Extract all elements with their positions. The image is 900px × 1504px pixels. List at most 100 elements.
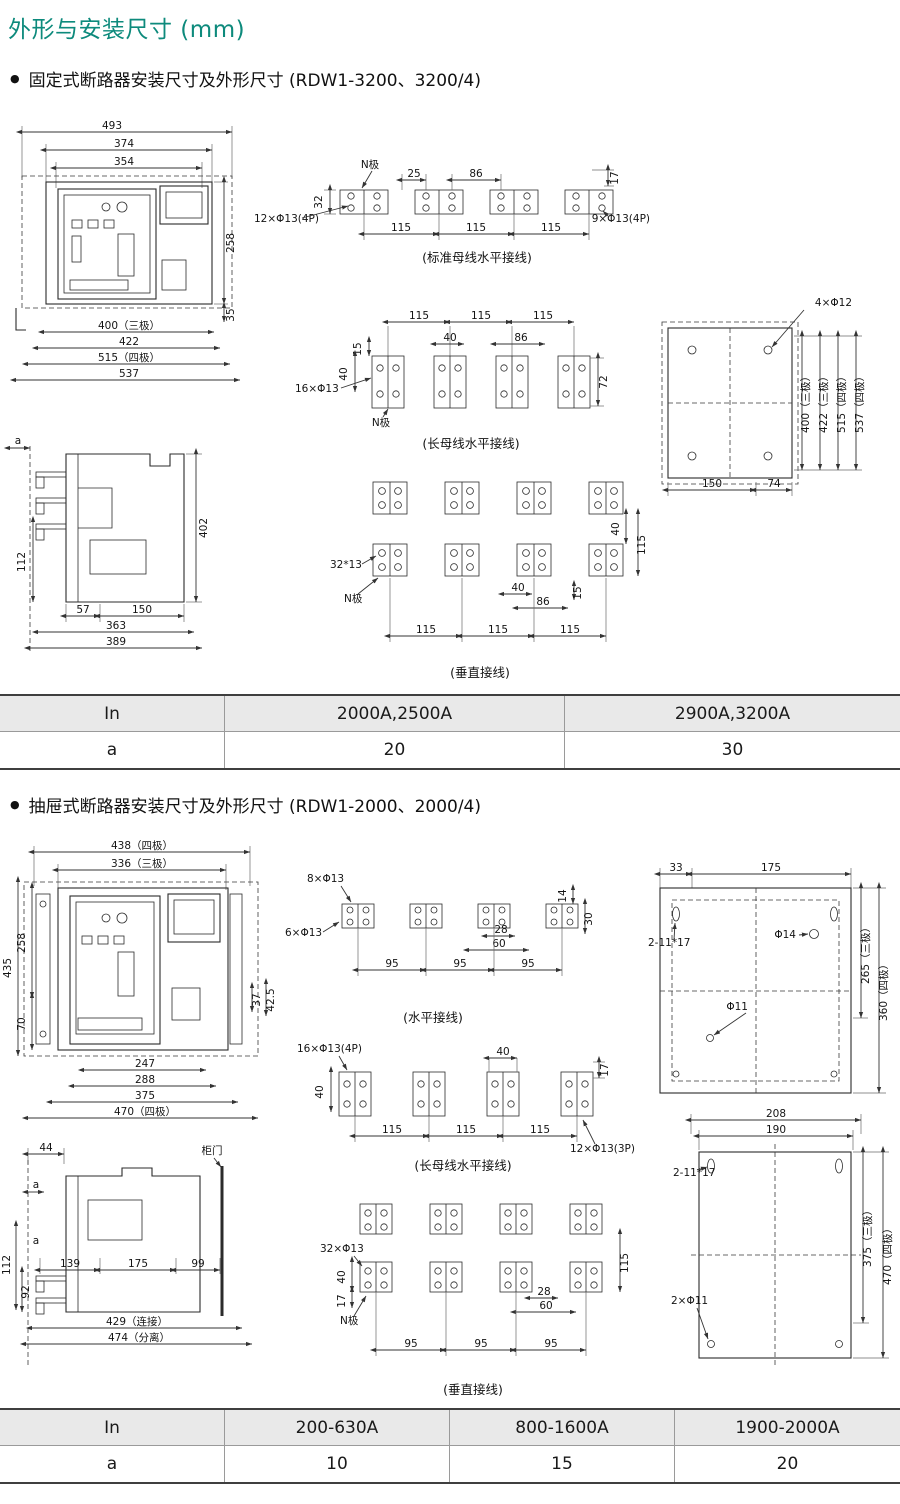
fixed-front-view: 493 374 354 258 35 400（三极） 422 515（四极） 5… (9, 120, 241, 383)
busbar-groups (338, 1071, 594, 1117)
value-cell: a (0, 732, 225, 768)
dim-label: 60 (539, 1300, 552, 1312)
fixed-panel-cutout-view: 4×Φ12 400（三极） 422（三极） 515（四极） 537（四极） 15… (661, 297, 866, 496)
dim-label: 115 (456, 1124, 476, 1136)
dim-label: 438（四极） (111, 839, 173, 852)
n-pole-label: N极 (372, 416, 391, 429)
dim-label: 150 (702, 478, 722, 490)
drawer-horizontal-connection-view: 8×Φ13 6×Φ13 14 30 28 60 95 95 95 (水平接线) (285, 873, 595, 1025)
fixed-vertical-connection-view: 32*13 N极 40 115 40 86 15 115 115 115 (垂直… (330, 481, 648, 680)
dim-label: 86 (469, 168, 483, 180)
drawer-panel-cutout-bottom-view: 208 190 2-11*17 2×Φ11 375（三极） 470（四极） (671, 1108, 894, 1366)
dim-label: 112 (16, 552, 28, 572)
section2-title: 抽屉式断路器安装尺寸及外形尺寸 (RDW1-2000、2000/4) (28, 797, 482, 817)
section1-title: 固定式断路器安装尺寸及外形尺寸 (RDW1-3200、3200/4) (28, 71, 482, 91)
dim-label: 40 (610, 522, 622, 535)
dim-label: 115 (541, 222, 561, 234)
dim-label: 435 (2, 958, 14, 978)
dim-label: 175 (761, 862, 781, 874)
dim-label: 115 (471, 310, 491, 322)
dim-label: 515（四极） (98, 351, 160, 364)
dim-label: 258 (225, 233, 237, 253)
caption: (垂直接线) (443, 1382, 503, 1397)
dim-label: 15 (572, 586, 584, 599)
slot-spec-label: 2-11*17 (648, 937, 690, 949)
hole-spec-label: 8×Φ13 (307, 873, 344, 885)
drawer-front-view: 438（四极） 336（三极） 435 258 70 37 42.5 247 2… (2, 839, 277, 1121)
dim-label: 57 (76, 604, 89, 616)
dim-label: 86 (514, 332, 528, 344)
hole-spec-label: Φ14 (774, 929, 796, 941)
hole-spec-label: 12×Φ13(3P) (570, 1143, 635, 1155)
cabinet-door-label: 柜门 (202, 1144, 223, 1157)
value-cell: 10 (225, 1446, 450, 1482)
breaker-body (15, 175, 233, 331)
dim-label: 402 (198, 518, 210, 538)
dim-label: 474（分离） (108, 1331, 170, 1344)
dim-label: 33 (669, 862, 682, 874)
dim-label: 115 (533, 310, 553, 322)
table-data-row: a 10 15 20 (0, 1446, 900, 1482)
dim-label: 17 (599, 1063, 611, 1076)
dim-label: 112 (1, 1255, 13, 1275)
dim-label: 247 (135, 1058, 155, 1070)
header-cell: 800-1600A (450, 1410, 675, 1445)
dim-label: 400（三极） (799, 371, 812, 433)
header-cell: 2000A,2500A (225, 696, 565, 731)
dim-label: 37 (251, 993, 263, 1006)
page-title: 外形与安装尺寸 (mm) (8, 17, 246, 43)
slot-spec-label: 32*13 (330, 559, 362, 571)
breaker-profile (35, 1167, 201, 1315)
header-cell: In (0, 1410, 225, 1445)
dim-label: 115 (636, 535, 648, 555)
dim-label: 72 (598, 375, 610, 388)
labels-and-dims: 2-11*17 2×Φ11 375（三极） 470（四极） (671, 1145, 894, 1359)
dim-label: 265（三极） (859, 922, 872, 984)
dim-label: 374 (114, 138, 134, 150)
header-cell: 1900-2000A (735, 1417, 840, 1438)
top-dimensions: 33 175 (653, 862, 852, 888)
dim-label: 32 (313, 195, 325, 208)
fixed-side-view: a 402 112 57 150 363 389 (3, 435, 210, 654)
dim-label: 40 (338, 367, 350, 380)
dim-label: 92 (20, 1285, 32, 1298)
bottom-dimensions: 247 288 375 470（四极） (21, 1058, 259, 1121)
dim-label: 99 (191, 1258, 204, 1270)
fixed-std-busbar-view: N极 25 86 17 32 12×Φ13(4P) 9×Φ13(4P) 115 … (254, 158, 650, 265)
side-dimensions: 435 258 70 37 42.5 (2, 875, 277, 1057)
dim-label: 86 (536, 596, 550, 608)
hole-spec-label: Φ11 (726, 1001, 748, 1013)
hole-spec-label: 9×Φ13(4P) (592, 213, 650, 225)
hole-spec-label: 16×Φ13(4P) (297, 1043, 362, 1055)
dim-label: 115 (466, 222, 486, 234)
top-dimensions: 438（四极） 336（三极） (27, 839, 251, 890)
dim-label: a (15, 435, 21, 447)
header-cell: In (0, 696, 225, 731)
labels-and-dims-top: 44 柜门 a (21, 1142, 223, 1195)
dim-label: 115 (382, 1124, 402, 1136)
dim-label: 336（三极） (111, 857, 173, 870)
dim-label: 389 (106, 636, 126, 648)
labels-and-dims: N极 25 86 17 32 12×Φ13(4P) 9×Φ13(4P) 115 … (254, 158, 650, 240)
dim-label: 422（三极） (817, 371, 830, 433)
breaker-body (23, 881, 259, 1057)
terminal-clusters (359, 1203, 603, 1293)
drawer-long-busbar-view: 16×Φ13(4P) 40 17 40 115 115 115 12×Φ13(3… (297, 1043, 635, 1173)
breaker-profile (35, 453, 185, 603)
hole-spec-label: 6×Φ13 (285, 927, 322, 939)
dim-label: 95 (453, 958, 466, 970)
section2-heading: ● 抽屉式断路器安装尺寸及外形尺寸 (RDW1-2000、2000/4) (10, 792, 481, 817)
dim-label: 42.5 (265, 988, 277, 1011)
n-pole-label: N极 (344, 592, 363, 605)
dim-label: 363 (106, 620, 126, 632)
dim-label: 95 (474, 1338, 487, 1350)
dim-label: 14 (557, 889, 569, 903)
dim-label: 35 (225, 308, 237, 321)
dim-label: 537（四极） (853, 371, 866, 433)
caption: (标准母线水平接线) (422, 250, 532, 265)
side-dims: 402 112 (16, 447, 210, 603)
dim-label: 175 (128, 1258, 148, 1270)
section1-heading: ● 固定式断路器安装尺寸及外形尺寸 (RDW1-3200、3200/4) (10, 66, 481, 91)
dim-label: 470（四极） (881, 1223, 894, 1285)
dim-label: 70 (16, 1017, 28, 1030)
